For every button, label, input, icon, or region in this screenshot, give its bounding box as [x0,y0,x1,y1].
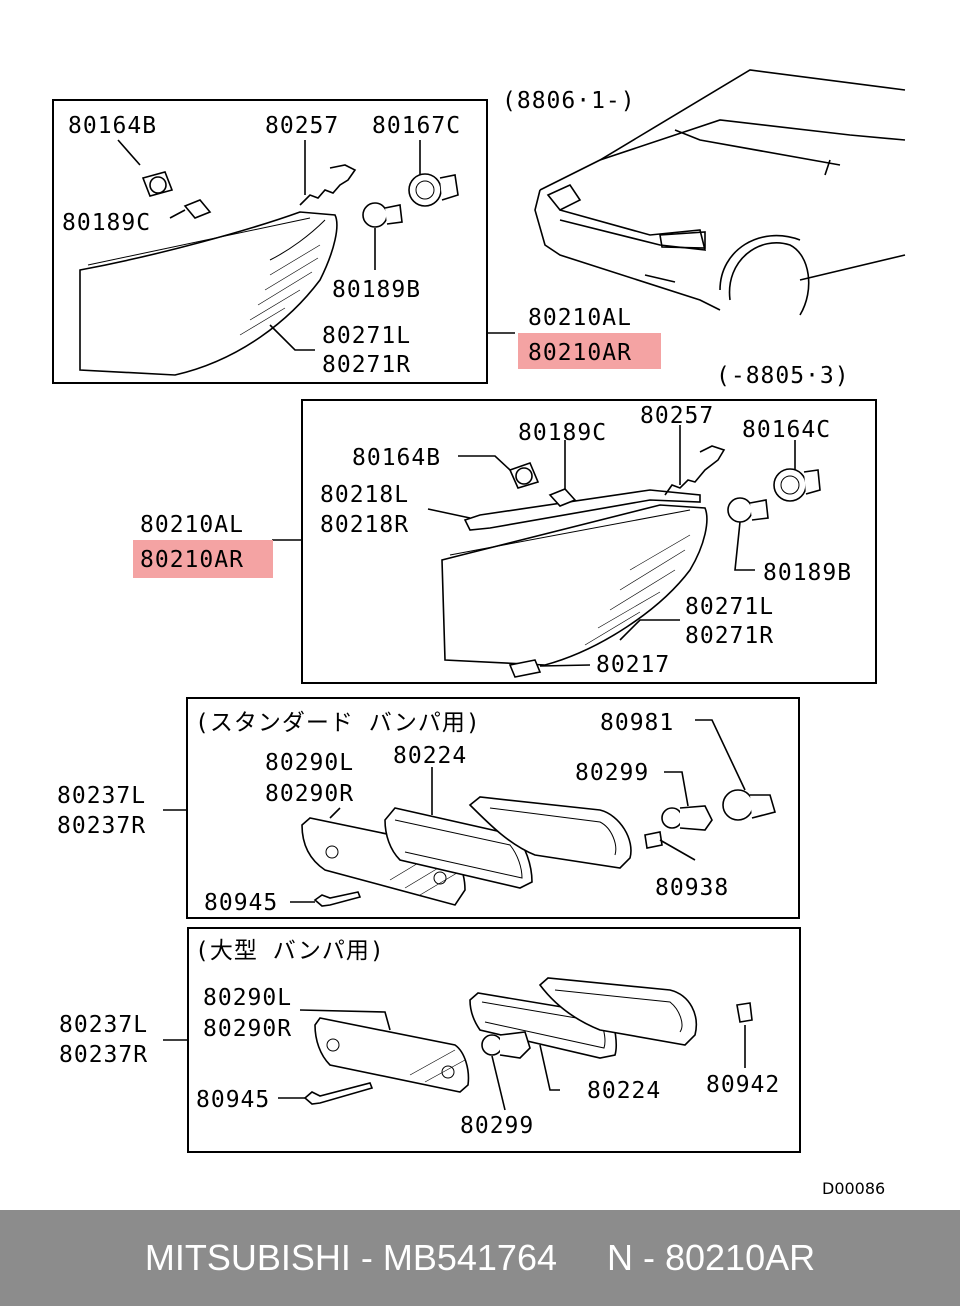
standard-bumper-title: (スタンダード バンパ用) [195,710,481,736]
standard-lamp-drawing [301,789,777,907]
label-big-80290L: 80290L [203,985,292,1011]
diagram-code: D00086 [822,1179,885,1198]
parts-diagram: (8806·1-) 80164B 80257 80167C 80189C 801… [52,69,906,1198]
middle-assembly-box [301,399,877,684]
label-std-80224: 80224 [393,743,467,769]
label-std-80299: 80299 [575,760,649,786]
highlight-top-80210AR [518,333,661,369]
top-assembly-box [52,99,488,384]
label-top-80189B: 80189B [332,277,421,303]
label-big-80237L: 80237L [59,1012,148,1038]
highlight-mid-80210AR [133,540,273,578]
middle-lamp-drawing [441,445,821,678]
label-mid-80164C: 80164C [742,417,831,443]
label-mid-80189C: 80189C [518,420,607,446]
label-std-80237L: 80237L [57,783,146,809]
label-top-80210AL: 80210AL [528,305,632,331]
label-big-80299: 80299 [460,1113,534,1139]
large-lamp-drawing [303,977,753,1105]
label-big-80290R: 80290R [203,1016,292,1042]
label-mid-80164B: 80164B [352,445,441,471]
footer-part-number: MITSUBISHI - MB541764 N - 80210AR [144,1237,816,1278]
car-illustration [534,69,906,316]
label-mid-80257: 80257 [640,403,714,429]
large-bumper-title: (大型 バンパ用) [195,938,385,964]
footer-bar: MITSUBISHI - MB541764 N - 80210AR [0,1210,960,1306]
date-new-label: (8806·1-) [502,88,636,114]
label-big-80942: 80942 [706,1072,780,1098]
label-std-80237R: 80237R [57,813,146,839]
label-big-80237R: 80237R [59,1042,148,1068]
label-top-80271L: 80271L [322,323,411,349]
label-mid-80217: 80217 [596,652,670,678]
label-std-80945: 80945 [204,890,278,916]
label-big-80224: 80224 [587,1078,661,1104]
label-std-80981: 80981 [600,710,674,736]
label-std-80290L: 80290L [265,750,354,776]
label-mid-80218L: 80218L [320,482,409,508]
label-mid-80218R: 80218R [320,512,409,538]
label-top-80271R: 80271R [322,352,411,378]
standard-bumper-box [186,697,800,919]
label-mid-80271R: 80271R [685,623,774,649]
label-std-80938: 80938 [655,875,729,901]
label-mid-80271L: 80271L [685,594,774,620]
label-mid-80210AR: 80210AR [140,547,244,573]
label-mid-80210AL: 80210AL [140,512,244,538]
label-top-80164B: 80164B [68,113,157,139]
top-lamp-drawing [79,164,459,376]
label-top-80210AR: 80210AR [528,340,632,366]
label-mid-80189B: 80189B [763,560,852,586]
label-std-80290R: 80290R [265,781,354,807]
label-top-80189C: 80189C [62,210,151,236]
label-top-80257: 80257 [265,113,339,139]
date-old-label: (-8805·3) [716,363,850,389]
label-big-80945: 80945 [196,1087,270,1113]
label-top-80167C: 80167C [372,113,461,139]
